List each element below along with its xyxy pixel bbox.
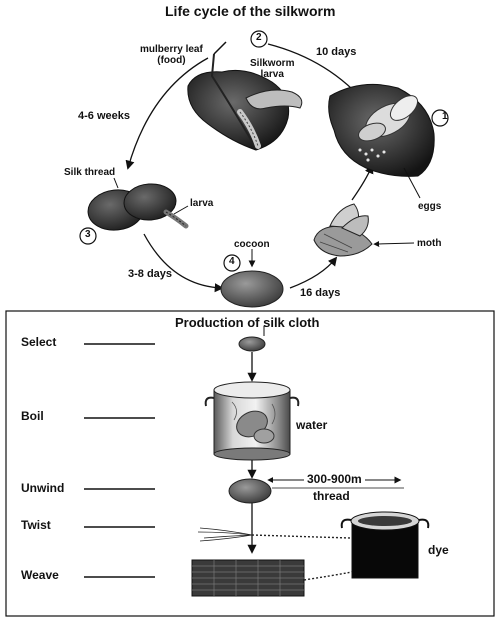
arrow-moth-to-eggs: [351, 164, 374, 201]
dye-label: dye: [428, 543, 449, 557]
duration-cocoon-to-moth: 16 days: [300, 287, 341, 299]
cocoon-label: cocoon: [234, 239, 270, 250]
larva-label: larva: [190, 198, 214, 209]
cocoon-illustration: [220, 249, 284, 308]
stage-1-circle: [431, 109, 449, 127]
woven-cloth: [191, 559, 353, 597]
stage-3-number: 3: [85, 229, 91, 240]
moth-label: moth: [417, 238, 442, 249]
dye-pot: [340, 511, 430, 579]
stage-4-number: 4: [229, 256, 235, 267]
thread-length-label: 300-900m: [304, 472, 365, 486]
mulberry-leaf-with-larva: [187, 41, 303, 151]
duration-eggs-to-larva: 10 days: [316, 46, 357, 58]
step-unwind: Unwind: [21, 481, 65, 495]
production-panel-border: [5, 310, 495, 617]
twisted-threads: [197, 527, 351, 542]
stage-1-number: 1: [442, 111, 448, 122]
stage-4-circle: [223, 254, 241, 272]
duration-cocoon-stage: 3-8 days: [128, 268, 173, 280]
stage-3-circle: [79, 227, 97, 245]
step-weave: Weave: [21, 568, 59, 582]
step-lines: [84, 343, 155, 578]
selected-cocoon: [238, 336, 266, 352]
arrow-cocoon-stage: [143, 233, 224, 293]
silkworm-larva-label: Silkworm larva: [250, 58, 295, 80]
eggs-label: eggs: [418, 201, 442, 212]
production-title: Production of silk cloth: [175, 315, 320, 330]
cocoons-with-larva: [87, 177, 189, 231]
boiling-pot: [204, 381, 300, 461]
moth-illustration: [313, 203, 415, 257]
mulberry-leaf-label: mulberry leaf (food): [140, 44, 203, 66]
thread-label: thread: [313, 489, 350, 503]
water-label: water: [296, 418, 328, 432]
arrow-larva-to-cocoon: [125, 57, 209, 170]
unwinding-cocoon: [228, 478, 272, 504]
stage-2-circle: [250, 30, 268, 48]
step-twist: Twist: [21, 518, 51, 532]
duration-larva-to-cocoon: 4-6 weeks: [78, 110, 130, 122]
stage-number-circles: [79, 30, 449, 272]
step-boil: Boil: [21, 409, 44, 423]
silk-thread-label: Silk thread: [64, 167, 116, 178]
step-select: Select: [21, 335, 57, 349]
life-cycle-title: Life cycle of the silkworm: [165, 3, 336, 19]
arrow-cocoon-to-moth: [289, 256, 338, 289]
stage-2-number: 2: [256, 32, 262, 43]
leaf-with-eggs-and-moth: [328, 83, 435, 199]
